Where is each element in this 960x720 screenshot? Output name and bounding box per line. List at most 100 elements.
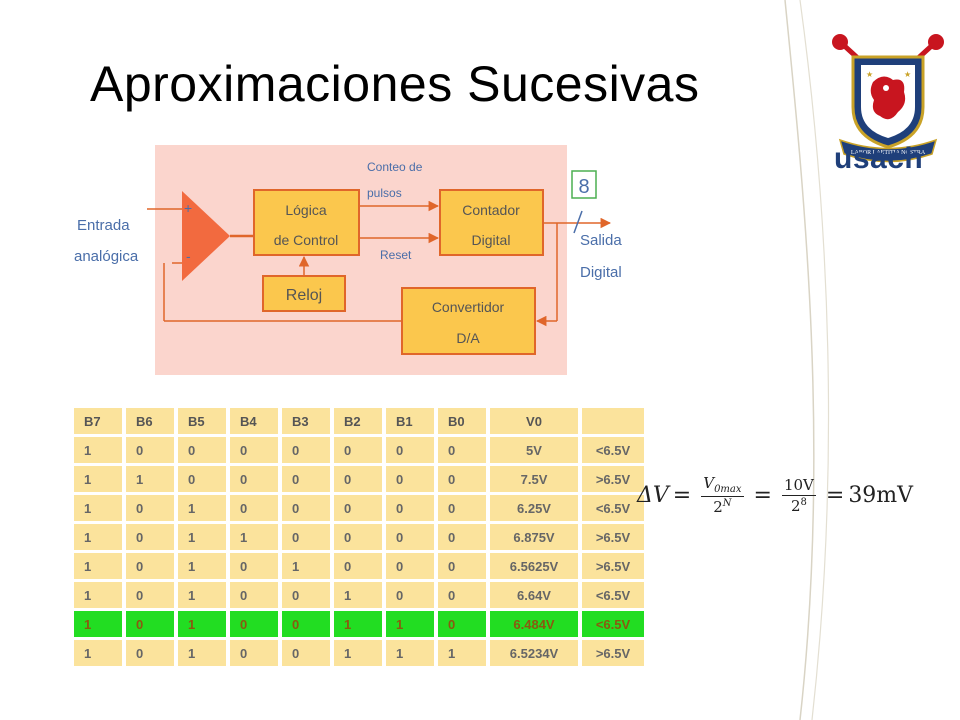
counter-block-line2: Digital (472, 232, 511, 248)
table-cell: 1 (178, 582, 226, 608)
table-header-cell: B7 (74, 408, 122, 434)
pulses-label-line1: Conteo de (367, 160, 423, 174)
formula-fraction-1: V0max 2N (701, 474, 744, 516)
table-cell: >6.5V (582, 640, 644, 666)
logic-block-line2: de Control (274, 232, 339, 248)
table-cell: 0 (438, 437, 486, 463)
table-cell: 1 (230, 524, 278, 550)
table-cell: 0 (282, 640, 330, 666)
table-cell: 6.64V (490, 582, 578, 608)
table-cell: 0 (334, 437, 382, 463)
table-cell: 1 (74, 611, 122, 637)
formula-fraction-2: 10V 28 (781, 476, 816, 515)
table-cell: 0 (386, 495, 434, 521)
table-cell: 0 (126, 553, 174, 579)
table-cell: 1 (334, 611, 382, 637)
table-cell: 1 (74, 466, 122, 492)
table-cell: 0 (230, 582, 278, 608)
svg-text:★: ★ (866, 70, 873, 79)
table-cell: 1 (74, 582, 122, 608)
table-cell: 0 (178, 437, 226, 463)
table-cell: 0 (126, 640, 174, 666)
clock-block-label: Reloj (286, 287, 322, 304)
logo-wordmark: usach (834, 142, 924, 175)
table-cell: 0 (438, 495, 486, 521)
table-cell: 1 (178, 524, 226, 550)
reset-label: Reset (380, 248, 412, 262)
table-cell: 0 (282, 524, 330, 550)
table-cell: >6.5V (582, 524, 644, 550)
formula-result: 39mV (848, 482, 914, 508)
table-cell: 1 (386, 640, 434, 666)
table-cell: <6.5V (582, 611, 644, 637)
bit-count-box (571, 170, 597, 199)
slide-title: Aproximaciones Sucesivas (90, 56, 700, 112)
table-cell: 0 (386, 582, 434, 608)
formula-eq-2: = (753, 482, 772, 508)
table-cell: 0 (230, 553, 278, 579)
table-cell: 1 (126, 466, 174, 492)
fraction-2-denominator: 28 (790, 496, 807, 515)
dac-block-line1: Convertidor (432, 299, 505, 315)
table-cell: 1 (74, 437, 122, 463)
table-cell: 1 (178, 495, 226, 521)
table-cell: 0 (334, 466, 382, 492)
table-cell: 0 (438, 466, 486, 492)
logic-control-block (253, 189, 360, 256)
table-cell: <6.5V (582, 437, 644, 463)
table-cell: 1 (334, 582, 382, 608)
table-cell: 0 (282, 582, 330, 608)
clock-block (262, 275, 346, 312)
table-cell: 0 (230, 466, 278, 492)
table-cell: 6.484V (490, 611, 578, 637)
pulses-label-line2: pulsos (367, 186, 402, 200)
table-cell: 1 (178, 611, 226, 637)
table-cell: >6.5V (582, 466, 644, 492)
output-label-line2: Digital (580, 264, 622, 281)
table-header-cell (582, 408, 644, 434)
table-header-cell: B6 (126, 408, 174, 434)
table-cell: 6.5625V (490, 553, 578, 579)
table-cell: 0 (126, 611, 174, 637)
table-cell: 0 (230, 437, 278, 463)
table-cell: 1 (178, 640, 226, 666)
formula-lhs: ΔV (637, 482, 669, 508)
table-cell: 0 (282, 437, 330, 463)
table-cell: 0 (282, 466, 330, 492)
comparator-minus: - (186, 248, 191, 264)
table-cell: 0 (438, 582, 486, 608)
dac-block (401, 287, 536, 355)
table-cell: 0 (230, 495, 278, 521)
sar-adc-block-diagram: Entrada analógica + - Lógica de Control … (74, 145, 622, 375)
comparator-triangle (182, 191, 230, 281)
counter-block-line1: Contador (462, 202, 520, 218)
formula-eq-3: = (825, 482, 845, 508)
table-cell: 1 (438, 640, 486, 666)
table-cell: 0 (334, 495, 382, 521)
table-cell: 0 (386, 553, 434, 579)
table-cell: 0 (178, 466, 226, 492)
table-cell: 6.25V (490, 495, 578, 521)
digital-counter-block (439, 189, 544, 256)
table-cell: 1 (334, 640, 382, 666)
resolution-formula: ΔV = V0max 2N = 10V 28 = 39mV (637, 470, 913, 520)
table-cell: 1 (74, 553, 122, 579)
logic-block-line1: Lógica (285, 202, 326, 218)
university-crest-logo: ★ ★ LABOR LAETITIA NOSTRA (832, 34, 944, 163)
table-cell: 0 (438, 524, 486, 550)
table-cell: 0 (438, 553, 486, 579)
table-cell: 6.875V (490, 524, 578, 550)
table-cell: 0 (282, 495, 330, 521)
table-header-cell: B0 (438, 408, 486, 434)
table-header-cell: B2 (334, 408, 382, 434)
fraction-1-denominator: 2N (713, 498, 732, 516)
output-label-line1: Salida (580, 232, 622, 249)
table-cell: <6.5V (582, 582, 644, 608)
input-label-line2: analógica (74, 248, 139, 265)
